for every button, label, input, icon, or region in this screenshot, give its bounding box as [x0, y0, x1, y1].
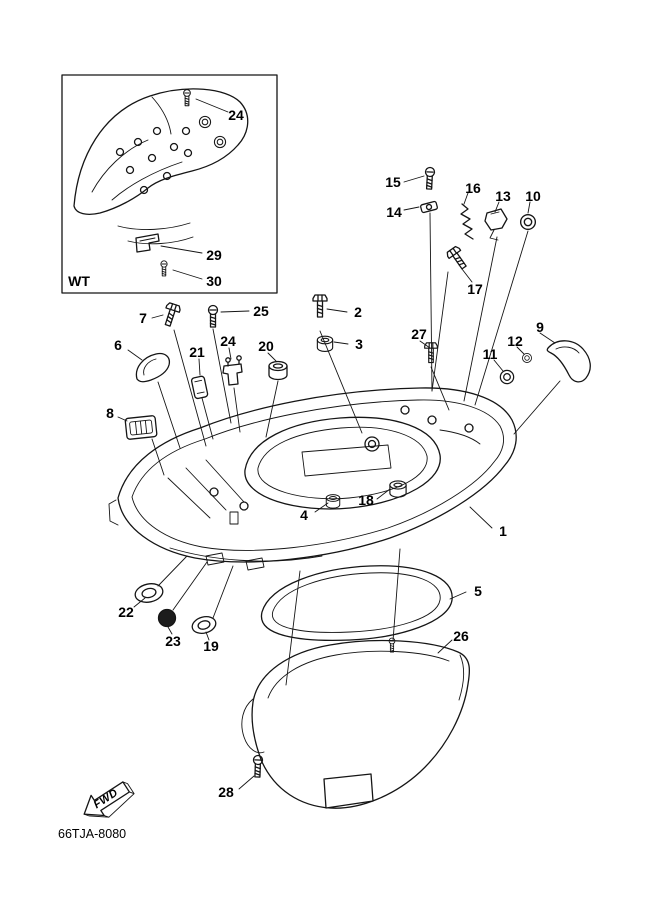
- callout-22: 22: [118, 604, 134, 620]
- screw-15: [423, 166, 436, 190]
- callout-1: 1: [499, 523, 507, 539]
- grommet-11: [499, 369, 515, 385]
- callout-24-inset: 24: [228, 107, 244, 123]
- grommets-bottom-left: [133, 555, 234, 641]
- grommet-10: [519, 213, 537, 231]
- callout-9: 9: [536, 319, 544, 335]
- handle-9: [546, 340, 591, 383]
- bottom-cowling-1: [108, 387, 517, 571]
- callout-29: 29: [206, 247, 222, 263]
- damper-8: [124, 415, 158, 440]
- callout-11: 11: [482, 346, 498, 362]
- spring-16: [460, 203, 474, 240]
- grommet-20: [268, 360, 288, 381]
- callout-3: 3: [355, 336, 363, 352]
- callout-4: 4: [300, 507, 308, 523]
- callout-17: 17: [467, 281, 483, 297]
- callout-5: 5: [474, 583, 482, 599]
- callout-21: 21: [189, 344, 205, 360]
- callout-28: 28: [218, 784, 234, 800]
- washer-12: [522, 353, 532, 363]
- bracket-24: [222, 355, 243, 386]
- seal-gasket-5: [260, 548, 467, 686]
- clamp-29: [135, 233, 160, 253]
- fastener-cluster-top: [403, 166, 537, 406]
- callout-20: 20: [258, 338, 274, 354]
- bolt-17: [445, 244, 471, 273]
- damper-21: [190, 375, 209, 400]
- callout-13: 13: [495, 188, 511, 204]
- callout-6: 6: [114, 337, 122, 353]
- callout-25: 25: [253, 303, 269, 319]
- grommet-22: [134, 583, 164, 603]
- fwd-arrow: [83, 781, 135, 818]
- cap-23: [157, 608, 177, 628]
- lever-6: [135, 352, 171, 383]
- callout-7: 7: [139, 310, 147, 326]
- callout-26: 26: [453, 628, 469, 644]
- inset-wt-label: WT: [68, 273, 90, 289]
- bolt-7: [160, 301, 182, 329]
- diagram-code: 66TJA-8080: [58, 827, 127, 841]
- bracket-14: [420, 200, 438, 214]
- callout-27: 27: [411, 326, 427, 342]
- bolt-row: [151, 294, 450, 447]
- callout-24: 24: [220, 333, 236, 349]
- callout-16: 16: [465, 180, 481, 196]
- grommet-3: [316, 335, 334, 353]
- callout-12: 12: [507, 333, 523, 349]
- callout-23: 23: [165, 633, 181, 649]
- inset-box: [61, 74, 278, 294]
- grommet-4: [325, 494, 341, 509]
- callout-14: 14: [386, 204, 402, 220]
- clamp-13: [484, 208, 508, 241]
- apron-26: [238, 637, 471, 809]
- screw-25: [207, 304, 219, 328]
- callout-30: 30: [206, 273, 222, 289]
- callout-10: 10: [525, 188, 541, 204]
- callout-2: 2: [354, 304, 362, 320]
- callout-19: 19: [203, 638, 219, 654]
- mount-parts-left: [117, 335, 349, 476]
- inset-cowling-sketch: [73, 88, 249, 245]
- bolt-2: [312, 294, 328, 318]
- callout-18: 18: [358, 492, 374, 508]
- handle-parts-right: [493, 332, 591, 435]
- callout-15: 15: [385, 174, 401, 190]
- callout-8: 8: [106, 405, 114, 421]
